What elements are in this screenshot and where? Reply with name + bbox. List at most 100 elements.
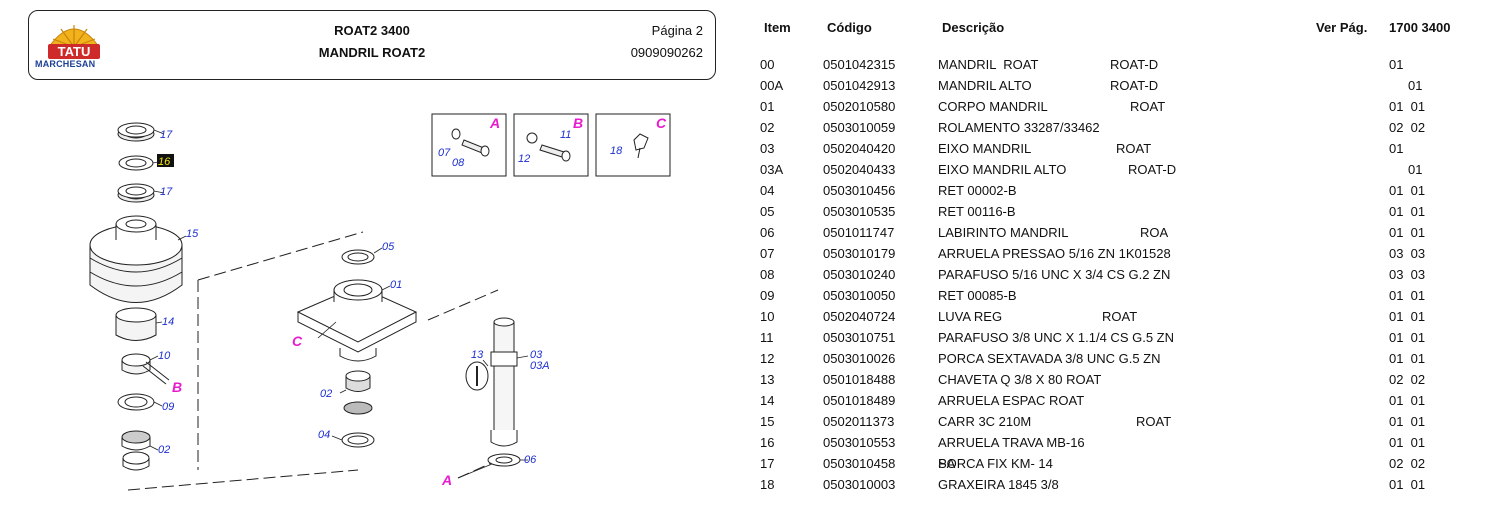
- row-description: EIXO MANDRIL: [938, 141, 1032, 156]
- row-item: 18: [760, 477, 775, 492]
- row-item: 09: [760, 288, 775, 303]
- table-row: 18 0503010003 GRAXEIRA 1845 3/8 01 01: [756, 477, 1486, 498]
- logo-subtext: MARCHESAN: [35, 59, 96, 69]
- row-quantity: 01 01: [1389, 204, 1426, 219]
- document-code: 0909090262: [630, 45, 703, 60]
- table-row: 11 0503010751 PARAFUSO 3/8 UNC X 1.1/4 CS …: [756, 330, 1486, 351]
- row-item: 17: [760, 456, 775, 471]
- row-quantity: 02 02: [1389, 120, 1426, 135]
- row-code: 0503010003: [823, 477, 896, 492]
- callout-17-bottom: 17: [160, 186, 173, 198]
- row-quantity: 01 01: [1389, 414, 1426, 429]
- detail-letter-a: A: [489, 115, 500, 131]
- row-quantity: 01 01: [1389, 351, 1426, 366]
- row-item: 05: [760, 204, 775, 219]
- callout-02-center: 02: [320, 388, 332, 400]
- callout-02-left: 02: [158, 444, 170, 456]
- document-title: ROAT2 3400: [334, 23, 410, 38]
- callout-17-top: 17: [160, 129, 173, 141]
- row-item: 12: [760, 351, 775, 366]
- row-quantity: 01 01: [1389, 288, 1426, 303]
- row-description: PORCA SEXTAVADA 3/8 UNC G.5 ZN: [938, 351, 1161, 366]
- labyrinth-06: [487, 453, 521, 467]
- row-description: ARRUELA ESPAC ROAT: [938, 393, 1085, 408]
- sleeve-10: [121, 353, 170, 385]
- row-item: 07: [760, 246, 775, 261]
- row-description: PARAFUSO 5/16 UNC X 3/4 CS G.2 ZN: [938, 267, 1171, 282]
- bearing-02-left: [121, 430, 151, 471]
- callout-01: 01: [390, 279, 402, 291]
- row-item: 00A: [760, 78, 784, 93]
- row-description: EIXO MANDRIL ALTO: [938, 162, 1067, 177]
- row-item: 02: [760, 120, 775, 135]
- row-code: 0503010751: [823, 330, 896, 345]
- callout-07: 07: [438, 147, 451, 159]
- row-item: 15: [760, 414, 775, 429]
- row-description: RET 00085-B: [938, 288, 1017, 303]
- row-description: CHAVETA Q 3/8 X 80 ROAT: [938, 372, 1102, 387]
- pulley-15: [89, 215, 183, 303]
- lock-washer-16: [118, 155, 154, 171]
- row-variant: ROA: [1140, 225, 1169, 240]
- table-row: 12 0503010026 PORCA SEXTAVADA 3/8 UNC G.5 …: [756, 351, 1486, 372]
- row-code: 0501042913: [823, 78, 896, 93]
- exploded-parts-diagram: 17 16 17 15 14 10 09 02 05 01 02 04 13 0…: [89, 113, 671, 491]
- row-item: 14: [760, 393, 775, 408]
- col-header-model: 1700 3400: [1389, 20, 1451, 35]
- callout-06: 06: [524, 454, 537, 466]
- nut-17-bottom: [117, 183, 155, 203]
- row-code: 0501018488: [823, 372, 896, 387]
- document-subtitle: MANDRIL ROAT2: [318, 45, 426, 60]
- detail-ref-b: B: [172, 379, 182, 395]
- row-code: 0503010535: [823, 204, 896, 219]
- row-description: MANDRIL ROAT: [938, 57, 1039, 72]
- callout-03: 03: [530, 349, 543, 361]
- row-description: PARAFUSO 3/8 UNC X 1.1/4 CS G.5 ZN: [938, 330, 1174, 345]
- svg-text:TATU: TATU: [58, 44, 91, 59]
- row-description: CORPO MANDRIL: [938, 99, 1048, 114]
- row-variant: ROAT: [1130, 99, 1166, 114]
- row-description: CARR 3C 210M: [938, 414, 1032, 429]
- row-quantity: 03 03: [1389, 246, 1426, 261]
- row-code: 0502040420: [823, 141, 896, 156]
- row-item: 00: [760, 57, 775, 72]
- row-quantity: 01: [1389, 141, 1404, 156]
- tatu-logo: TATU: [48, 25, 100, 59]
- row-variant: ROAT: [1116, 141, 1152, 156]
- row-variant: ROAT: [1136, 414, 1172, 429]
- bolt-11-nut-12: [526, 132, 571, 162]
- callout-15: 15: [186, 228, 199, 240]
- callout-highlight: [157, 154, 174, 167]
- col-header-ver-pag: Ver Pág.: [1316, 20, 1368, 35]
- callout-13: 13: [471, 349, 484, 361]
- row-variant: ROAT-D: [1110, 57, 1159, 72]
- col-header-desc: Descrição: [942, 20, 1005, 35]
- row-item: 16: [760, 435, 775, 450]
- row-description: LABIRINTO MANDRIL: [938, 225, 1069, 240]
- row-code: 0502010580: [823, 99, 896, 114]
- row-variant: SA: [938, 456, 956, 471]
- row-quantity: 01 01: [1389, 477, 1426, 492]
- callout-16: 16: [158, 156, 171, 168]
- row-item: 13: [760, 372, 775, 387]
- row-code: 0503010026: [823, 351, 896, 366]
- row-code: 0501018489: [823, 393, 896, 408]
- row-quantity: 01 01: [1389, 225, 1426, 240]
- row-code: 0503010179: [823, 246, 896, 261]
- col-header-code: Código: [827, 20, 872, 35]
- row-description: GRAXEIRA 1845 3/8: [938, 477, 1059, 492]
- row-item: 11: [760, 330, 774, 345]
- page-number: Página 2: [651, 23, 703, 38]
- row-item: 10: [760, 309, 775, 324]
- callout-08: 08: [452, 157, 465, 169]
